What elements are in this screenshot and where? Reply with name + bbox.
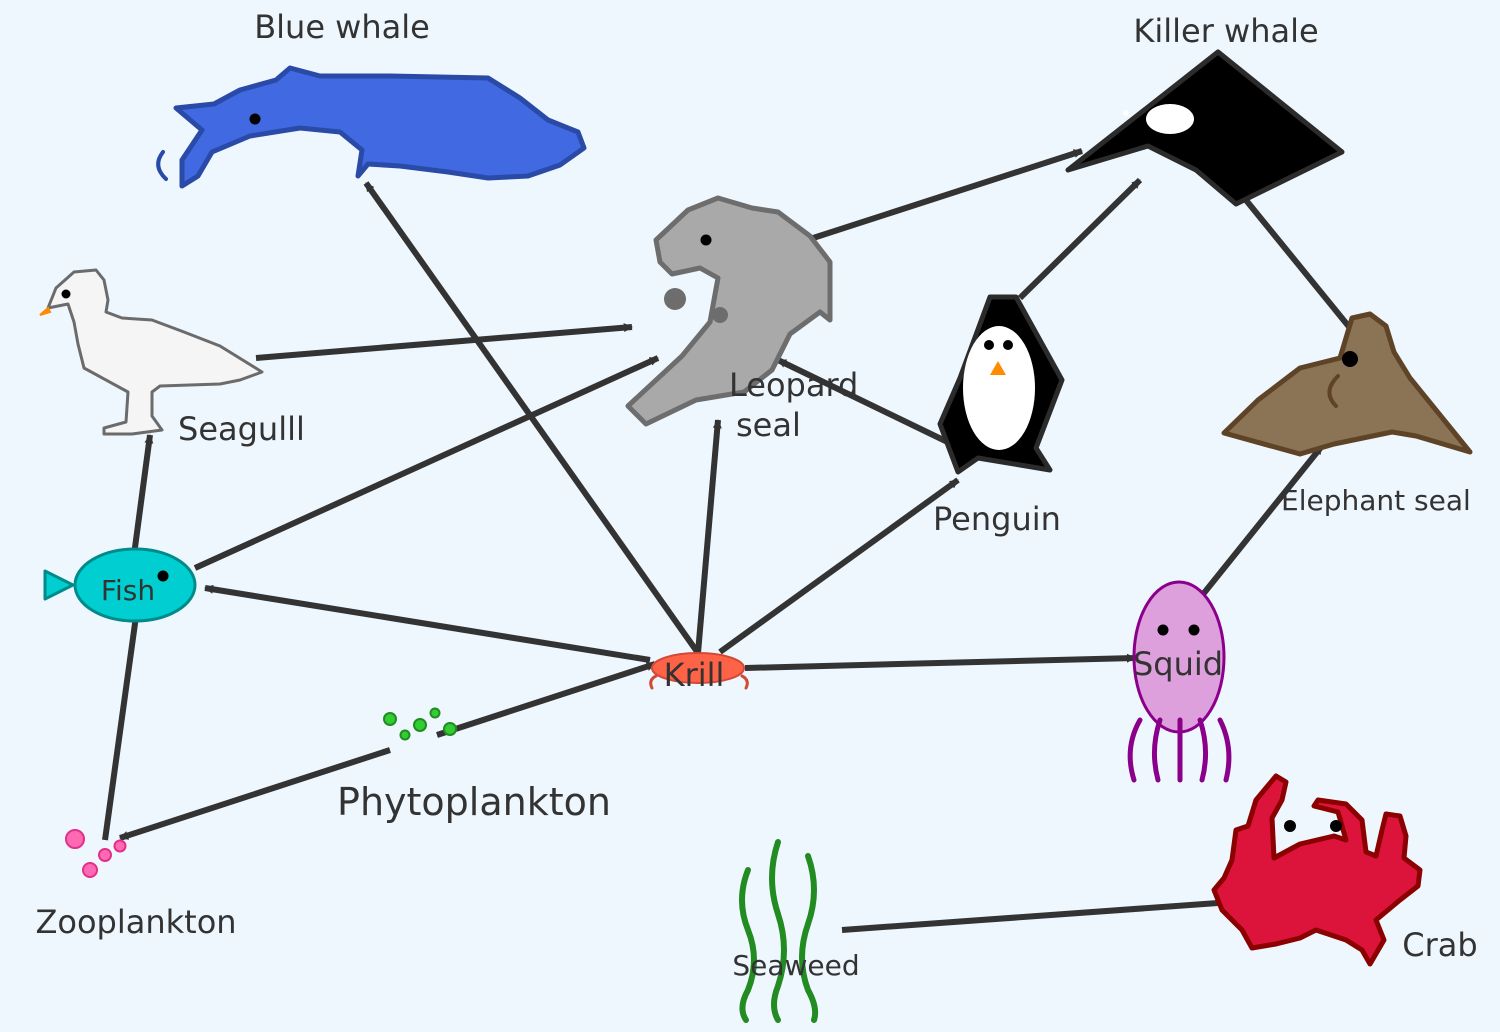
edge-krill-leopard-seal [695, 419, 722, 654]
node-label-phytoplankton: Phytoplankton [337, 780, 611, 824]
edge-krill-squid [744, 653, 1136, 671]
edge-fish-seagull [131, 434, 154, 556]
node-label-elephant-seal: Elephant seal [1281, 484, 1471, 517]
edge-seaweed-crab [841, 898, 1233, 933]
edge-layer [102, 148, 1353, 933]
node-label-crab: Crab [1402, 926, 1477, 964]
edge-elephant-seal-killer-whale [1225, 176, 1353, 330]
edge-fish-leopard-seal [193, 355, 660, 571]
edge-penguin-killer-whale [1017, 177, 1143, 301]
seal-icon [625, 195, 833, 427]
node-label-fish: Fish [101, 574, 155, 607]
node-label-penguin: Penguin [933, 500, 1061, 538]
phytoplankton-icon [383, 707, 457, 741]
edge-penguin-leopard-seal [776, 357, 964, 452]
edge-leopard-seal-killer-whale [809, 148, 1083, 242]
crab-icon [1211, 773, 1423, 967]
krill-icon [649, 652, 749, 690]
node-label-squid: Squid [1133, 645, 1223, 683]
edge-squid-elephant-seal [1197, 444, 1325, 600]
edge-phytoplankton-krill [436, 661, 656, 738]
squid-icon [1127, 580, 1232, 783]
label-layer: Blue whale Killer whale Leopard seal Sea… [35, 8, 1477, 982]
node-label-seagull: Seagulll [178, 410, 305, 448]
node-label-zooplankton: Zooplankton [35, 903, 236, 941]
node-label-leopard-seal-line1: Leopard [729, 366, 858, 404]
orca-icon [1065, 49, 1345, 207]
fish-icon [43, 547, 197, 623]
edge-seagull-leopard-seal [255, 323, 633, 361]
zooplankton-icon [65, 829, 127, 878]
edge-phytoplankton-zooplankton [119, 747, 391, 841]
node-label-blue-whale: Blue whale [254, 8, 430, 46]
node-label-krill: Krill [664, 656, 725, 694]
edge-krill-penguin [718, 477, 960, 655]
seal-icon [1221, 311, 1473, 457]
node-label-leopard-seal: Leopard seal [729, 366, 869, 444]
edge-krill-fish [204, 584, 651, 663]
blue-whale-icon [156, 65, 587, 189]
node-label-seaweed: Seaweed [732, 949, 859, 982]
edge-zooplankton-fish [102, 601, 142, 841]
penguin-icon [937, 294, 1065, 475]
seaweed-icon [739, 839, 819, 1023]
node-label-leopard-seal-line2: seal [736, 406, 801, 444]
bird-icon [39, 268, 264, 436]
node-label-killer-whale: Killer whale [1133, 12, 1318, 50]
